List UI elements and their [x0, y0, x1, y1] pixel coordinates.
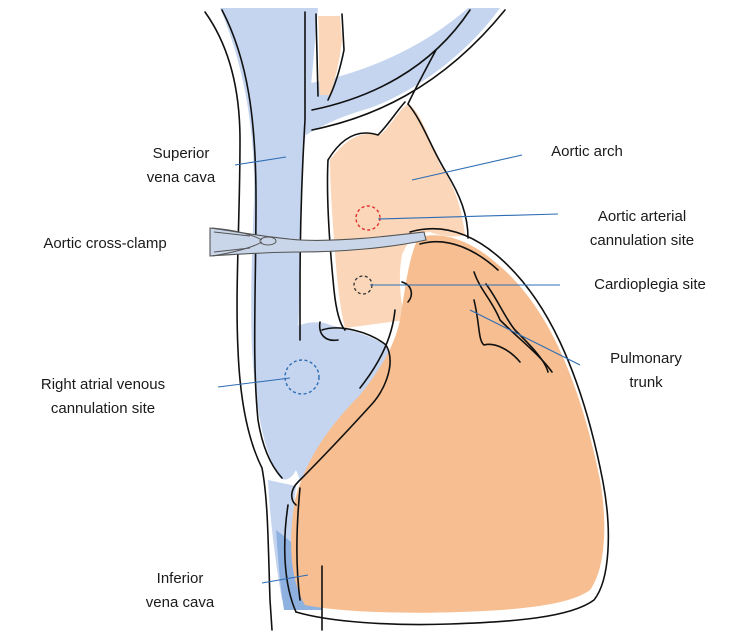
label-cardioplegia: Cardioplegia site [594, 276, 706, 293]
label-svc-line2: vena cava [147, 169, 216, 186]
label-aortic-cannulation-line1: Aortic arterial [598, 208, 686, 225]
heart-ventricles [291, 235, 604, 612]
label-right-atrial-line1: Right atrial venous [41, 376, 165, 393]
label-svc-line1: Superior [153, 145, 210, 162]
label-pulmonary-trunk-line1: Pulmonary [610, 350, 682, 367]
label-aortic-cannulation-line2: cannulation site [590, 232, 694, 249]
label-ivc-line2: vena cava [146, 594, 215, 611]
label-pulmonary-trunk-line2: trunk [629, 374, 663, 391]
label-aortic-arch: Aortic arch [551, 143, 623, 160]
label-ivc-line1: Inferior [157, 570, 204, 587]
label-right-atrial-line2: cannulation site [51, 400, 155, 417]
label-cross-clamp: Aortic cross-clamp [43, 235, 166, 252]
